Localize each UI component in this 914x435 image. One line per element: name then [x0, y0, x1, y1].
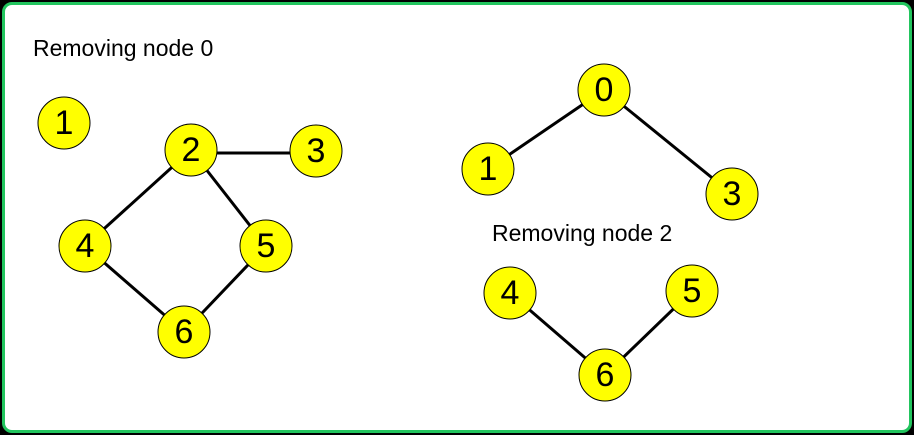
node-0: 0 — [577, 63, 631, 117]
node-4: 4 — [483, 266, 537, 320]
node-5: 5 — [665, 264, 719, 318]
svg-text:4: 4 — [76, 227, 95, 265]
node-4: 4 — [58, 219, 112, 273]
svg-text:4: 4 — [501, 274, 520, 312]
svg-text:5: 5 — [257, 227, 276, 265]
node-6: 6 — [157, 305, 211, 359]
right-graph: Removing node 2 0 1 3 4 5 6 — [461, 63, 759, 402]
node-3: 3 — [289, 124, 343, 178]
node-1: 1 — [461, 142, 515, 196]
left-graph: Removing node 0 1 2 3 4 5 6 — [33, 35, 343, 359]
svg-text:5: 5 — [683, 272, 702, 310]
node-2: 2 — [164, 123, 218, 177]
node-1: 1 — [37, 96, 91, 150]
svg-text:3: 3 — [307, 132, 326, 170]
svg-text:1: 1 — [479, 150, 498, 188]
svg-text:1: 1 — [55, 104, 74, 142]
node-3: 3 — [705, 167, 759, 221]
svg-text:0: 0 — [595, 71, 614, 109]
svg-text:3: 3 — [723, 175, 742, 213]
left-graph-caption: Removing node 0 — [33, 35, 213, 61]
node-5: 5 — [239, 219, 293, 273]
edge-0-3 — [603, 88, 733, 196]
svg-text:6: 6 — [596, 356, 615, 394]
node-6: 6 — [578, 348, 632, 402]
svg-text:6: 6 — [175, 313, 194, 351]
svg-text:2: 2 — [182, 131, 201, 169]
right-graph-caption: Removing node 2 — [492, 220, 672, 246]
